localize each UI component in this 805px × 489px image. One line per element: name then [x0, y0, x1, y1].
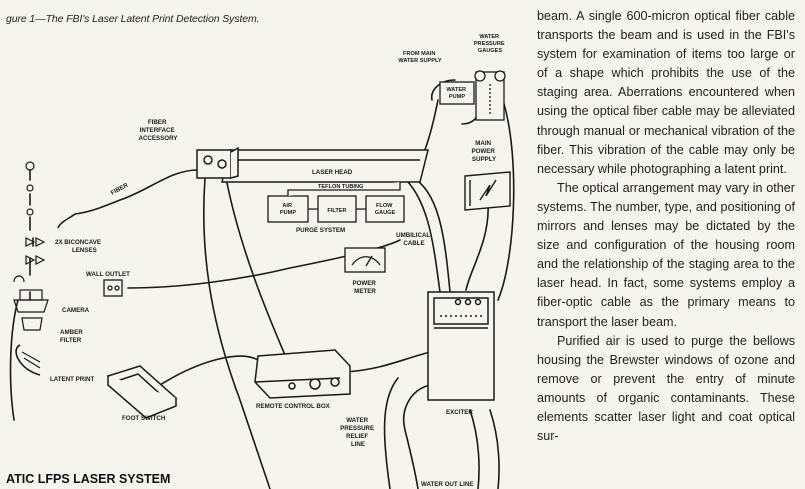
label-camera: CAMERA	[62, 307, 90, 314]
remote-control-box	[254, 349, 351, 399]
label-umbilical-2: CABLE	[403, 240, 424, 247]
exciter	[427, 291, 495, 401]
label-relief-line-1: WATER	[346, 417, 368, 424]
svg-text:MAIN POWER SUPPLY: MAIN POWER SUPPLY	[471, 140, 497, 163]
label-water-pressure-gauges-3: GAUGES	[478, 48, 503, 54]
label-from-main-water-supply-1: FROM MAIN	[403, 51, 435, 57]
label-air-pump-1: AIR	[282, 203, 292, 209]
label-remote-control-box: REMOTE CONTROL BOX	[256, 403, 331, 410]
svg-text:FIBER INTERFACE AC: FIBER INTERFACE ACCESSORY	[139, 119, 179, 142]
label-laser-head: LASER HEAD	[312, 169, 353, 176]
label-relief-line-2: PRESSURE	[340, 425, 374, 432]
label-water-pump-2: PUMP	[449, 94, 465, 100]
label-flow-gauge-2: GAUGE	[375, 210, 396, 216]
label-amber-filter-2: FILTER	[60, 337, 82, 344]
label-water-out-line: WATER OUT LINE	[421, 481, 473, 488]
laser-head	[221, 149, 429, 183]
power-supply-cable	[465, 203, 489, 291]
label-foot-switch: FOOT SWITCH	[122, 415, 166, 422]
paragraph-2: The optical arrangement may vary in othe…	[537, 180, 795, 329]
label-power-meter-1: POWER	[352, 280, 376, 287]
paragraph-3: Purified air is used to purge the bellow…	[537, 333, 795, 444]
system-title: ATIC LFPS LASER SYSTEM	[6, 472, 170, 486]
svg-text:WATER PUMP: WATER PUMP	[446, 87, 467, 100]
water-pump	[439, 70, 506, 121]
label-main-power-supply-2: POWER	[471, 148, 495, 155]
label-relief-line-4: LINE	[351, 441, 365, 448]
label-biconcave-1: 2X BICONCAVE	[55, 239, 101, 246]
figure-caption: gure 1—The FBI's Laser Latent Print Dete…	[6, 13, 260, 25]
label-air-pump-2: PUMP	[280, 210, 296, 216]
label-power-meter-2: METER	[354, 288, 376, 295]
label-filter: FILTER	[327, 208, 346, 214]
label-fiber-interface-2: INTERFACE	[140, 127, 175, 134]
wall-outlet	[103, 279, 123, 297]
label-from-main-water-supply-2: WATER SUPPLY	[398, 58, 441, 64]
svg-text:AMBER FILTER: AMBER FILTER	[60, 329, 84, 344]
label-water-pump-1: WATER	[446, 87, 466, 93]
water-supply-line	[430, 79, 456, 101]
svg-text:FROM MAIN WATER SUPPLY: FROM MAIN WATER SUPPLY	[398, 51, 441, 64]
label-biconcave-2: LENSES	[72, 247, 97, 254]
label-exciter: EXCITER	[446, 409, 473, 416]
label-latent-print: LATENT PRINT	[50, 376, 94, 383]
label-flow-gauge-1: FLOW	[376, 203, 393, 209]
label-wall-outlet: WALL OUTLET	[86, 271, 130, 278]
foot-switch-cable	[159, 355, 259, 386]
svg-text:WATER PRESSURE REL: WATER PRESSURE RELIEF LINE	[340, 417, 376, 448]
svg-text:WATER PRESSURE GAU: WATER PRESSURE GAUGES	[474, 34, 506, 54]
label-water-pressure-gauges-1: WATER	[479, 34, 499, 40]
label-fiber: FIBER	[110, 182, 130, 197]
svg-text:2X BICONCAVE LENSES: 2X BICONCAVE LENSES	[55, 239, 103, 254]
label-relief-line-3: RELIEF	[346, 433, 368, 440]
power-meter	[344, 247, 386, 273]
svg-text:POWER METER: POWER METER	[352, 280, 377, 295]
label-water-pressure-gauges-2: PRESSURE	[474, 41, 505, 47]
svg-text:UMBILICAL CABLE: UMBILICAL CABLE	[396, 232, 432, 247]
label-umbilical-1: UMBILICAL	[396, 232, 430, 239]
label-purge-system: PURGE SYSTEM	[296, 227, 345, 234]
label-fiber-interface-1: FIBER	[148, 119, 167, 126]
paragraph-1: beam. A single 600-micron optical fiber …	[537, 9, 795, 176]
optics-column	[13, 161, 49, 376]
label-main-power-supply-3: SUPPLY	[472, 156, 497, 163]
fiber-tip-icon	[57, 213, 76, 229]
svg-text:FLOW GAUGE: FLOW GAUGE	[375, 203, 396, 216]
fiber-cable	[74, 169, 199, 215]
main-power-supply	[464, 171, 511, 211]
label-fiber-interface-3: ACCESSORY	[139, 135, 179, 142]
foot-switch	[106, 365, 178, 419]
body-text-column: beam. A single 600-micron optical fiber …	[537, 7, 795, 446]
svg-text:AIR PUMP: AIR PUMP	[280, 203, 296, 216]
laser-system-diagram: FROM MAIN WATER SUPPLY WATER PRESSURE GA…	[6, 34, 515, 489]
purge-system	[267, 182, 405, 223]
label-teflon-tubing: TEFLON TUBING	[318, 184, 363, 190]
label-amber-filter-1: AMBER	[60, 329, 83, 336]
fiber-interface-accessory	[196, 146, 239, 179]
label-main-power-supply-1: MAIN	[475, 140, 491, 147]
